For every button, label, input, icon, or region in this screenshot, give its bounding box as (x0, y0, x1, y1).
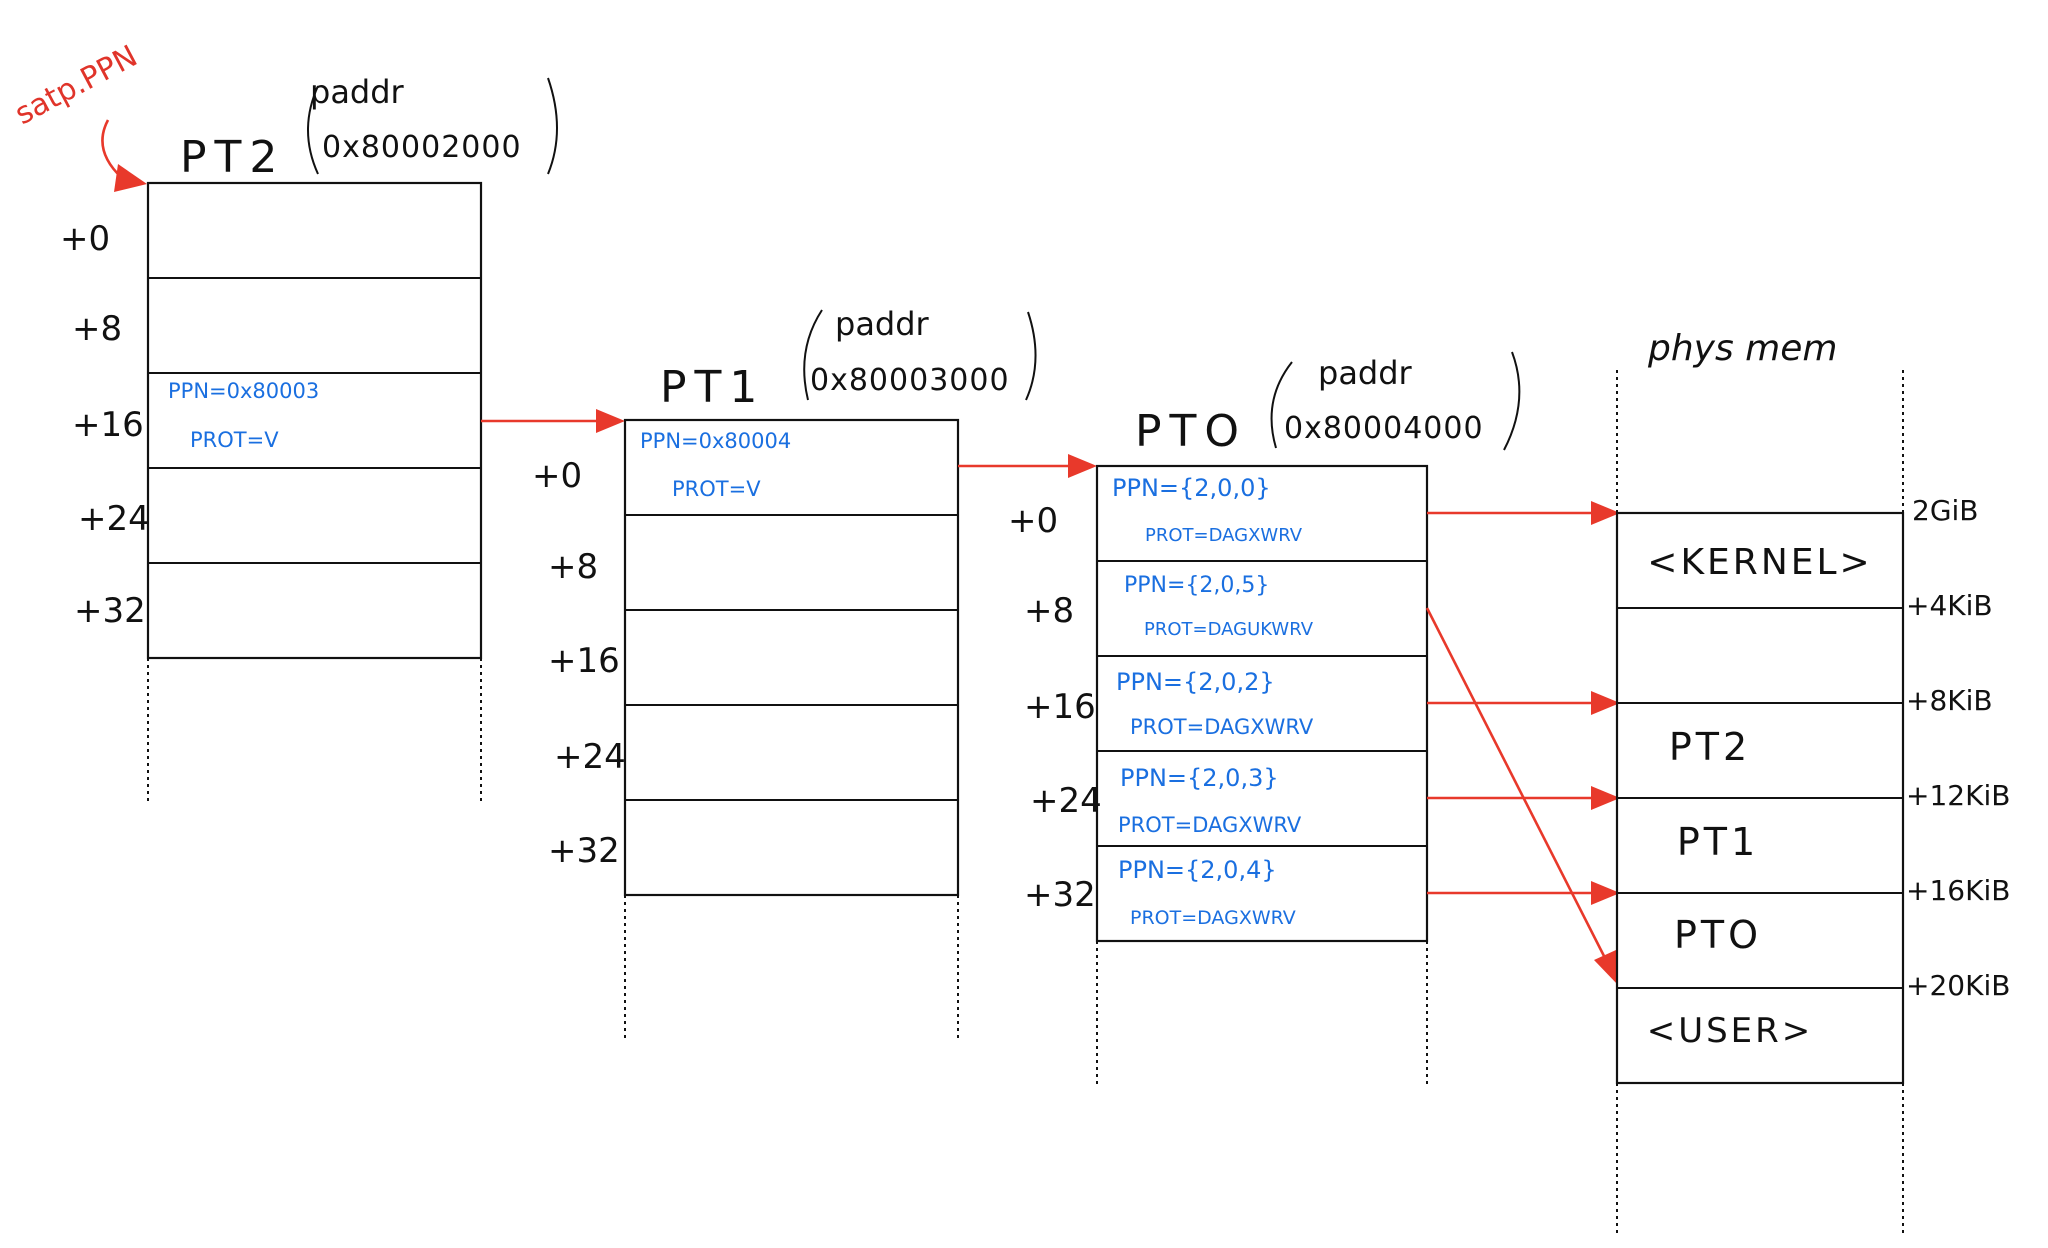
pt2-title: PT2 (180, 132, 285, 183)
pt0-offset: +24 (1030, 781, 1102, 821)
pte0-arrow-head (1591, 501, 1620, 525)
pt2-paddr-label: paddr (310, 73, 405, 111)
phys-mem-cell-pt2: PT2 (1669, 725, 1751, 769)
pt0-entry-ppn: PPN={2,0,0} (1112, 474, 1271, 502)
phys-mem-cell-pt1: PT1 (1677, 820, 1759, 864)
pt0-offset: +8 (1024, 591, 1074, 631)
pt0-title: PTO (1135, 406, 1247, 457)
phys-mem-offset: +12KiB (1906, 779, 2010, 812)
phys-mem-offset: +20KiB (1906, 969, 2010, 1002)
pt0-entry-ppn: PPN={2,0,4} (1118, 856, 1277, 884)
pt1-box (623, 418, 960, 897)
satp-arrow-head (114, 164, 147, 192)
phys-mem-offset: +8KiB (1906, 684, 1993, 717)
phys-mem-title: phys mem (1647, 328, 1837, 369)
pt2-offset: +8 (72, 309, 122, 349)
pt2-entry-ppn: PPN=0x80003 (168, 379, 319, 403)
pt1-offset: +16 (548, 641, 620, 681)
phys-mem-offset: +16KiB (1906, 874, 2010, 907)
pt1-paren-left (803, 309, 823, 401)
pt0-paren-right (1503, 351, 1521, 451)
pt0-paddr-label: paddr (1318, 354, 1413, 392)
pt2-box (146, 181, 483, 660)
pt1-paren-right (1025, 311, 1037, 401)
pt1-entry-prot: PROT=V (672, 477, 761, 501)
pt0-offset: +32 (1024, 875, 1096, 915)
phys-mem: phys mem <KERNEL> PT2 PT1 PTO <USER> 2Gi… (1615, 328, 2010, 1235)
pt1-table: PT1 paddr 0x80003000 +0 +8 +16 +24 +32 P… (532, 305, 1037, 1040)
pt0-entry-ppn: PPN={2,0,2} (1116, 668, 1275, 696)
phys-mem-offset: 2GiB (1912, 494, 1979, 527)
pt1-offset: +0 (532, 456, 582, 496)
pt2-to-pt1-arrow-head (596, 409, 625, 433)
pt0-entry-ppn: PPN={2,0,3} (1120, 764, 1279, 792)
pt1-offset: +8 (548, 547, 598, 587)
pt2-paren-right (547, 77, 558, 175)
pt0-entry-prot: PROT=DAGXWRV (1145, 525, 1303, 546)
pt2-offset: +0 (60, 219, 110, 259)
phys-mem-offset: +4KiB (1906, 589, 1993, 622)
pte1-arrow-head (1594, 950, 1618, 985)
pt1-to-pt0-arrow-head (1068, 454, 1097, 478)
pt1-entry-ppn: PPN=0x80004 (640, 429, 791, 453)
pt0-paren-left (1270, 361, 1293, 449)
pt2-entry-prot: PROT=V (190, 428, 279, 452)
pt1-offset: +32 (548, 831, 620, 871)
satp-ppn-label: satp.PPN (9, 39, 143, 132)
pt2-offset: +32 (74, 591, 146, 631)
pt0-offset: +0 (1008, 501, 1058, 541)
pte2-arrow-head (1591, 691, 1620, 715)
pt0-entry-prot: PROT=DAGXWRV (1130, 715, 1314, 739)
pt1-offset: +24 (554, 737, 626, 777)
pt0-entry-ppn: PPN={2,0,5} (1124, 573, 1269, 598)
pt1-paddr: 0x80003000 (810, 363, 1010, 398)
pt0-entry-prot: PROT=DAGUKWRV (1144, 619, 1314, 640)
pt0-table: PTO paddr 0x80004000 +0 +8 +16 +24 +32 P… (1008, 351, 1521, 1085)
pt0-entry-prot: PROT=DAGXWRV (1118, 813, 1302, 837)
phys-mem-cell-user: <USER> (1647, 1011, 1814, 1051)
pte3-arrow-head (1591, 786, 1620, 810)
pt0-paddr: 0x80004000 (1284, 411, 1484, 446)
phys-mem-cell-kernel: <KERNEL> (1647, 542, 1872, 583)
pt1-paddr-label: paddr (835, 305, 930, 343)
phys-mem-cell-pt0: PTO (1674, 913, 1762, 957)
pte1-arrow (1425, 607, 1607, 959)
pt2-offset: +16 (72, 405, 144, 445)
pt2-offset: +24 (78, 499, 150, 539)
pt2-paren-left (307, 85, 319, 175)
pt2-paddr: 0x80002000 (322, 130, 522, 165)
pt1-title: PT1 (660, 362, 765, 413)
pt0-entry-prot: PROT=DAGXWRV (1130, 907, 1296, 929)
pte4-arrow-head (1591, 881, 1620, 905)
pt0-offset: +16 (1024, 687, 1096, 727)
